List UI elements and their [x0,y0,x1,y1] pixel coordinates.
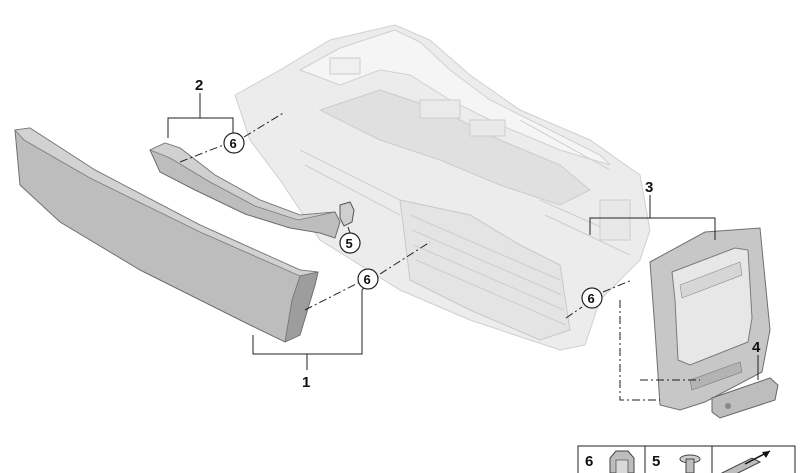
callout-part-2: 2 [195,77,203,94]
callout-part-4: 4 [752,339,761,356]
callout-part-1: 1 [302,374,310,391]
clip-part-5 [339,201,355,227]
svg-text:6: 6 [230,136,237,151]
legend-label-5: 5 [652,453,660,470]
alignment-lines [179,111,700,401]
rear-panel-part-3 [649,227,771,411]
center-console-ghost [234,24,651,351]
direction-arrow-icon [720,450,771,473]
callout-part-3: 3 [645,179,653,196]
svg-text:6: 6 [364,272,371,287]
trim-panel-part-1 [14,127,319,343]
svg-text:6: 6 [588,291,595,306]
svg-text:5: 5 [346,236,353,251]
ref-circle-6-right: 6 [581,287,603,309]
clip-6-icon [609,450,635,473]
ref-circle-5: 5 [339,232,361,254]
legend-label-6: 6 [585,453,593,470]
legend-table: 6 5 [577,445,796,473]
clip-5-icon [679,454,701,473]
ref-circle-6-middle: 6 [357,268,379,290]
ref-circle-6-upper: 6 [223,132,245,154]
bezel-part-4 [711,377,779,419]
